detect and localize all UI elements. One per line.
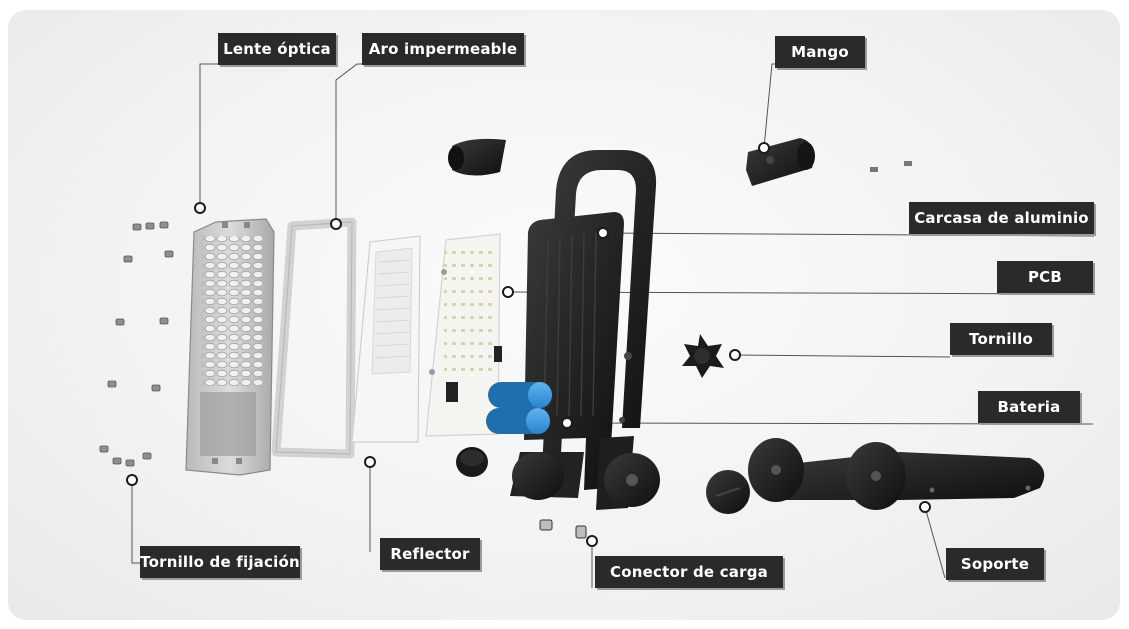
optical-lens-part — [185, 218, 275, 476]
reflector-part — [351, 235, 421, 443]
dot-fijacion — [126, 474, 138, 486]
leader-aro — [335, 63, 362, 224]
label-soporte: Soporte — [946, 548, 1044, 580]
dot-reflector — [364, 456, 376, 468]
stand-part — [706, 438, 1045, 514]
label-tornillo-fijacion: Tornillo de fijación — [140, 546, 300, 578]
leader-bateria — [566, 422, 1094, 425]
leader-lente — [199, 63, 218, 208]
leader-carcasa — [602, 232, 1095, 237]
dot-soporte — [919, 501, 931, 513]
waterproof-ring-part — [271, 217, 357, 459]
label-lente-optica: Lente óptica — [218, 33, 336, 65]
leader-fijacion — [131, 480, 140, 564]
fixing-screws — [99, 221, 174, 467]
handle-cap-left — [448, 138, 506, 176]
dot-carcasa — [597, 227, 609, 239]
callout-dots — [126, 142, 931, 547]
leader-soporte — [924, 506, 946, 579]
leader-tornillo — [734, 354, 951, 358]
dot-mango — [758, 142, 770, 154]
handle-part — [746, 138, 912, 186]
label-aro-impermeable: Aro impermeable — [362, 33, 524, 65]
label-reflector: Reflector — [380, 538, 480, 570]
label-pcb: PCB — [997, 261, 1093, 293]
label-conector: Conector de carga — [595, 556, 783, 588]
dot-pcb — [502, 286, 514, 298]
leader-lines — [131, 63, 1095, 588]
label-carcasa: Carcasa de aluminio — [909, 202, 1094, 234]
dot-aro — [330, 218, 342, 230]
dot-bateria — [561, 417, 573, 429]
label-tornillo: Tornillo — [950, 323, 1052, 355]
pcb-part — [425, 233, 502, 437]
charging-connector-part — [539, 519, 587, 539]
leader-mango — [763, 63, 775, 149]
battery-part — [486, 382, 552, 434]
label-bateria: Bateria — [978, 391, 1080, 423]
label-mango: Mango — [775, 36, 865, 68]
dot-tornillo — [729, 349, 741, 361]
dot-conector — [586, 535, 598, 547]
housing-feet — [456, 447, 660, 507]
knob-screw-part — [682, 334, 724, 378]
dot-lente — [194, 202, 206, 214]
